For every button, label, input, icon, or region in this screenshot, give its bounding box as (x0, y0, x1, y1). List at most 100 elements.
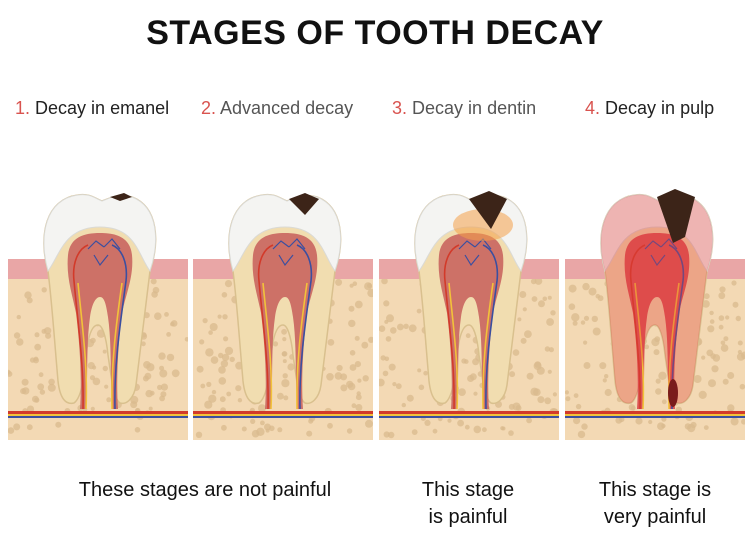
bone-pore (55, 421, 62, 428)
bone-pore (508, 403, 515, 410)
inflammation-area (453, 209, 513, 241)
bone-pore (712, 354, 721, 362)
tooth-panel-stage-3 (379, 185, 559, 440)
bone-pore (575, 403, 582, 410)
bone-pore (357, 378, 362, 383)
bone-pore (709, 310, 714, 316)
bone-pore (509, 371, 516, 378)
bone-pore (720, 344, 729, 352)
pulp-vessel (296, 244, 313, 410)
bone-pore (482, 427, 487, 433)
pulp-vessel (443, 244, 460, 410)
bone-pore (530, 387, 539, 396)
bone-pore (457, 419, 464, 427)
bone-pore (718, 315, 725, 321)
bone-pore (22, 387, 30, 395)
bone-pore (146, 363, 155, 372)
bone-pore (89, 375, 96, 381)
bone-pore (732, 301, 739, 308)
bone-pore (703, 293, 710, 300)
bone-pore (615, 417, 623, 424)
pulp-vessel (111, 282, 123, 410)
bone-pore (464, 424, 470, 430)
bone-pore (386, 314, 394, 323)
nerve (565, 414, 745, 416)
tooth-diagram-stage-4 (565, 189, 745, 440)
bone-pore (134, 427, 141, 433)
bone-pore (349, 350, 356, 356)
bone-pore (365, 419, 373, 428)
bone-pore (361, 341, 369, 349)
bone-pore (395, 383, 402, 390)
pulp-vessel (482, 244, 499, 410)
bone-pore (336, 364, 343, 372)
bone-pore (418, 384, 425, 391)
bone-pore (218, 377, 227, 385)
decay-cavity (469, 191, 507, 229)
bone-pore (588, 287, 597, 296)
pulp-branch (87, 240, 105, 250)
bone-pore (282, 359, 287, 364)
bone-pore (154, 312, 162, 320)
bone-pore (546, 318, 554, 326)
bone-pore (701, 355, 706, 360)
bone-pore (200, 383, 206, 389)
bone-pore (219, 396, 226, 403)
bone-pore (604, 374, 609, 379)
bone-pore (283, 395, 289, 401)
bone-pore (26, 424, 33, 431)
stage-2-number: 2. (201, 98, 217, 118)
bone-pore (736, 352, 745, 361)
enamel (228, 194, 341, 273)
bone-pore (635, 417, 643, 425)
bone-pore (144, 372, 152, 380)
bone-pore (653, 349, 660, 356)
caption-painful-line-1: This stage (421, 479, 515, 501)
tooth-diagram-stage-3 (379, 191, 559, 440)
nerve (379, 414, 559, 416)
bone-pore (166, 353, 175, 362)
bone-pore (583, 315, 590, 321)
bone-pore (206, 381, 212, 387)
pulp-vessel (72, 244, 89, 410)
bone-pore (355, 394, 362, 401)
page-title: STAGES OF TOOTH DECAY (146, 14, 604, 52)
bone-pore (727, 372, 735, 379)
caption-very-painful-line-2: very painful (603, 506, 707, 528)
bone-pore (260, 420, 265, 426)
bone-pore (326, 373, 334, 381)
pulp-branch (650, 254, 666, 267)
bone-pore (282, 337, 287, 342)
pulp-vessel (629, 244, 646, 410)
enamel (43, 194, 156, 273)
bone-pore (385, 336, 392, 342)
bone-pore (524, 330, 532, 338)
bone-pore (354, 300, 363, 309)
bone-pore (568, 284, 577, 293)
bone-pore (380, 355, 386, 361)
pulp-vessel (634, 282, 645, 410)
bone-pore (184, 337, 188, 342)
bone-pore (531, 296, 538, 302)
bone-pore (565, 390, 569, 395)
bone-pore (209, 323, 218, 331)
decay-cavity (110, 193, 132, 201)
pulp-vessel (448, 282, 459, 410)
bone-pore (224, 280, 233, 288)
bone-pore (401, 402, 406, 408)
stage-3-number: 3. (392, 98, 408, 118)
bone-pore (739, 383, 745, 390)
bone-pore (577, 430, 586, 439)
bone-pore (348, 305, 355, 312)
bone-pore (522, 307, 527, 312)
bone-pore (568, 303, 576, 310)
bone-pore (281, 328, 287, 335)
bone-pore (379, 378, 385, 387)
bone-pore (282, 373, 288, 379)
bone-pore (550, 310, 556, 316)
bone-pore (424, 419, 431, 426)
bone-pore (145, 389, 153, 398)
bone-pore (469, 373, 477, 381)
bone-pore (38, 372, 44, 378)
bone-pore (29, 357, 36, 363)
